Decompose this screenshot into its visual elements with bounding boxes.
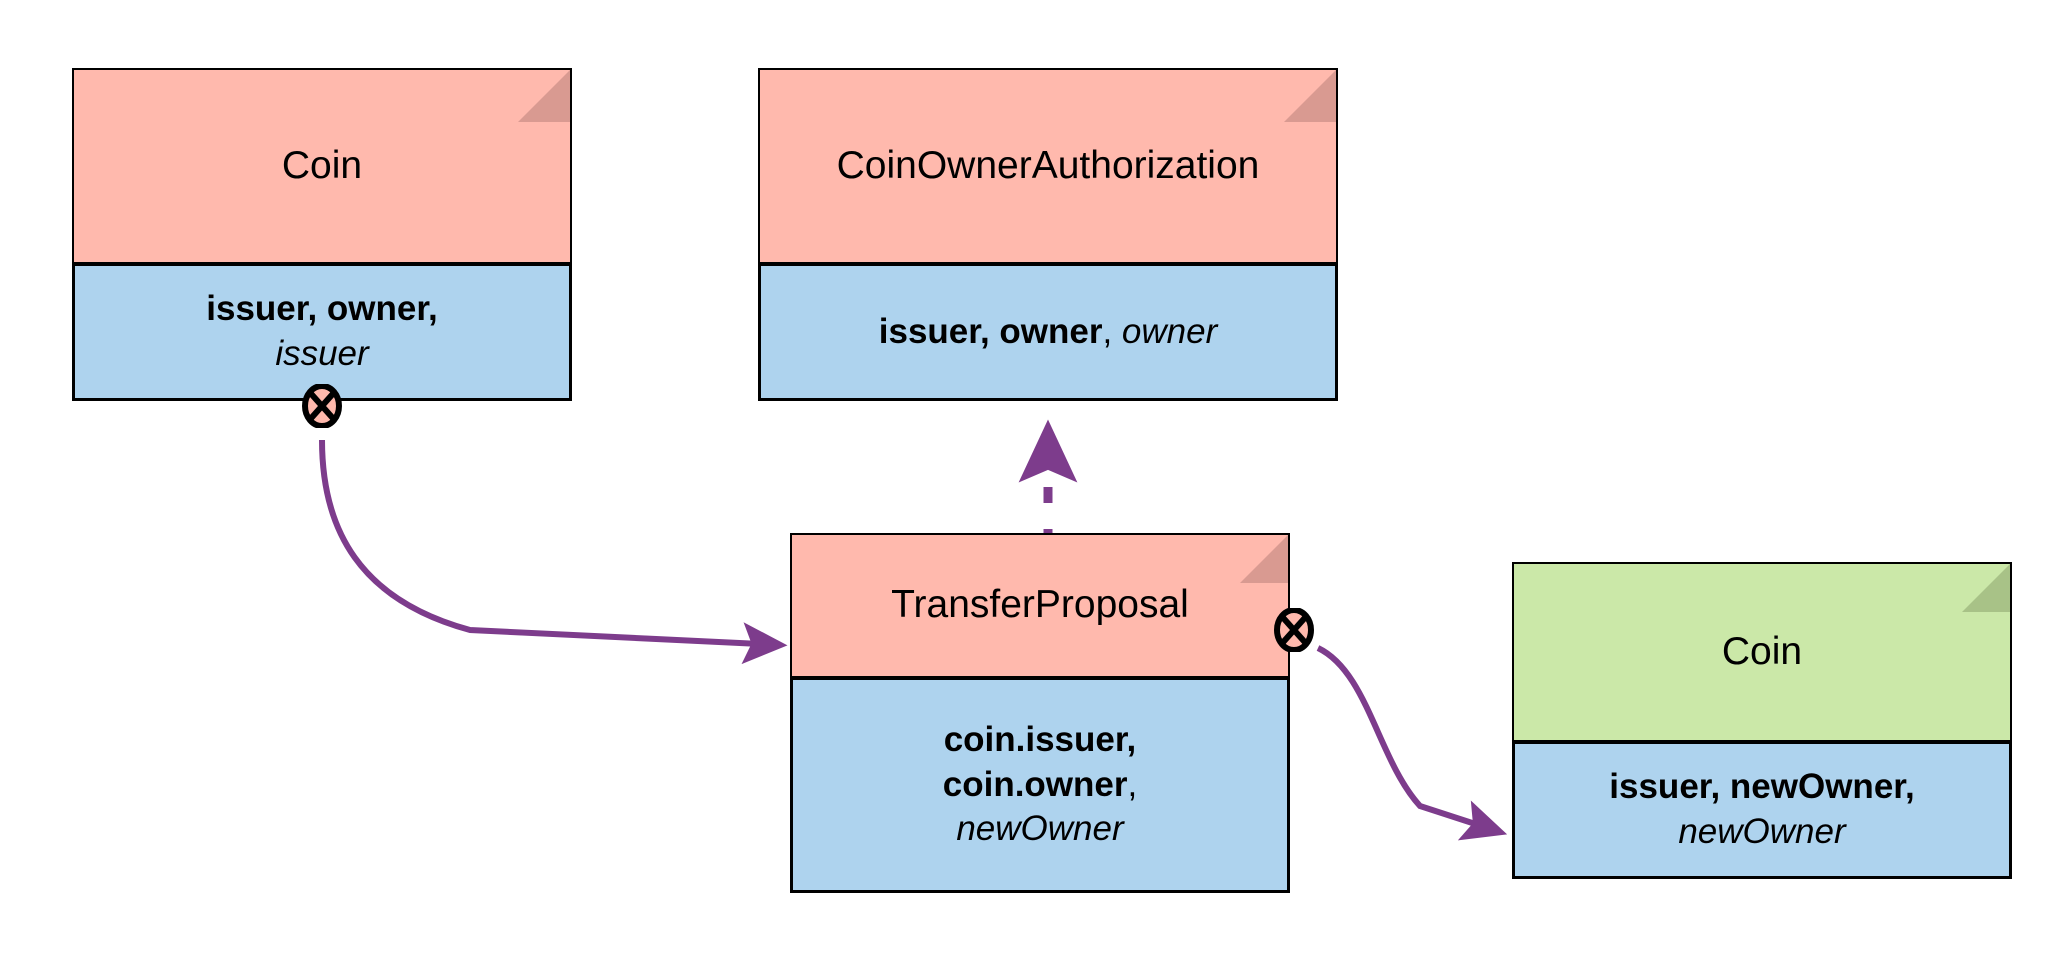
attr-bold: issuer, owner,	[206, 289, 438, 329]
node-attributes: issuer, newOwner, newOwner	[1599, 765, 1924, 855]
folded-corner-icon	[1240, 535, 1288, 583]
node-header-transfer-proposal: TransferProposal	[790, 533, 1290, 680]
attr-bold-line1: coin.issuer,	[943, 719, 1137, 759]
node-header-coin-owner-authorization: CoinOwnerAuthorization	[758, 68, 1338, 266]
attr-italic: owner	[1121, 311, 1218, 351]
node-header-coin-output: Coin	[1512, 562, 2012, 744]
node-title: Coin	[281, 143, 363, 187]
node-body-coin-output: issuer, newOwner, newOwner	[1512, 744, 2012, 879]
folded-corner-icon	[1962, 564, 2010, 612]
node-attributes: coin.issuer, coin.owner, newOwner	[933, 718, 1147, 852]
artifact-node-coin-output[interactable]: Coin issuer, newOwner, newOwner	[1512, 562, 2012, 879]
circle-x-port-coin-input[interactable]	[300, 383, 344, 429]
attr-plain: ,	[1102, 311, 1122, 351]
artifact-node-transfer-proposal[interactable]: TransferProposal coin.issuer, coin.owner…	[790, 533, 1290, 893]
attr-italic: newOwner	[1678, 812, 1846, 851]
attr-italic: newOwner	[956, 809, 1124, 849]
node-title: Coin	[1721, 629, 1803, 673]
attr-bold: issuer, owner	[878, 311, 1103, 351]
edge-proposal-to-new-coin	[1316, 645, 1508, 841]
attr-bold: issuer, newOwner,	[1609, 767, 1915, 807]
node-body-coin-input: issuer, owner, issuer	[72, 266, 572, 401]
attr-italic: issuer	[275, 334, 369, 373]
node-attributes: issuer, owner, owner	[869, 310, 1228, 355]
node-title: CoinOwnerAuthorization	[836, 143, 1260, 187]
node-title: TransferProposal	[891, 583, 1189, 627]
circle-x-port-transfer-proposal[interactable]	[1272, 607, 1316, 653]
artifact-node-coin-owner-authorization[interactable]: CoinOwnerAuthorization issuer, owner, ow…	[758, 68, 1338, 401]
node-attributes: issuer, owner, issuer	[196, 287, 448, 377]
artifact-node-coin-input[interactable]: Coin issuer, owner, issuer	[72, 68, 572, 401]
folded-corner-icon	[518, 70, 570, 122]
node-body-transfer-proposal: coin.issuer, coin.owner, newOwner	[790, 680, 1290, 893]
attr-bold-line2: coin.owner	[942, 764, 1128, 804]
attr-plain: ,	[1127, 764, 1138, 804]
edge-coin-to-proposal	[319, 439, 788, 665]
folded-corner-icon	[1284, 70, 1336, 122]
node-header-coin-input: Coin	[72, 68, 572, 266]
node-body-coin-owner-authorization: issuer, owner, owner	[758, 266, 1338, 401]
